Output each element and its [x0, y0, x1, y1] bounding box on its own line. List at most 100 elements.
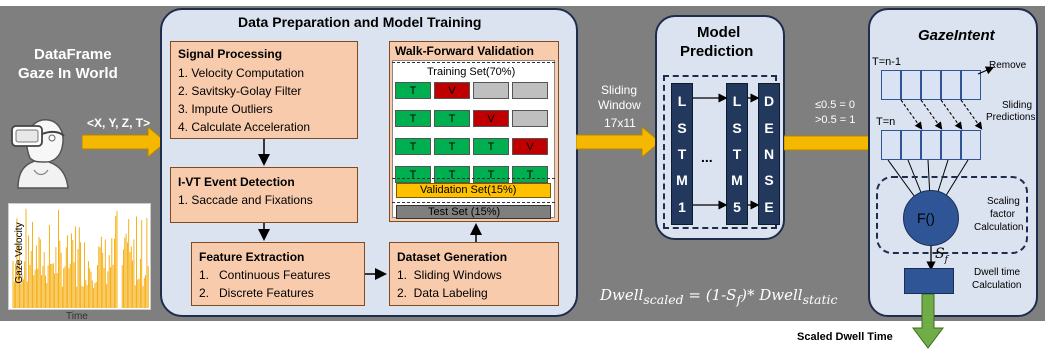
- prediction-cell: [941, 70, 961, 100]
- wfv-dash-bot: [392, 202, 555, 203]
- lstm-5-letter: T: [732, 145, 742, 162]
- wfv-cell: V: [434, 82, 470, 99]
- feature-title: Feature Extraction: [199, 250, 305, 264]
- training-set-label: Training Set(70%): [427, 66, 516, 78]
- prep-title: Data Preparation and Model Training: [238, 14, 482, 30]
- dense-letter: S: [764, 172, 774, 189]
- prep-to-model-arrow: [576, 127, 660, 157]
- dense-letter: D: [763, 93, 775, 110]
- signal-item-2: 2. Savitsky-Golay Filter: [178, 84, 302, 98]
- gaze-velocity-series: [12, 208, 149, 308]
- wfv-cell: V: [512, 138, 548, 155]
- sf-label: Sf: [935, 247, 948, 265]
- output-arrow: [912, 294, 944, 349]
- wfv-cell: T: [395, 110, 431, 127]
- validation-set-label: Validation Set(15%): [420, 184, 517, 196]
- feature-extraction-box: [191, 242, 365, 306]
- wfv-cell: [512, 82, 548, 99]
- gaze-intent-title: GazeIntent: [918, 27, 995, 44]
- threshold-high: >0.5 = 1: [815, 114, 856, 126]
- wfv-cell: T: [395, 138, 431, 155]
- plot-xlabel: Time: [66, 311, 88, 322]
- window-dims: 17x11: [604, 116, 636, 130]
- scaling-label-1: Scaling: [987, 196, 1020, 207]
- lstm-5-block: L S T M 5: [726, 83, 748, 225]
- input-label: <X, Y, Z, T>: [87, 116, 151, 130]
- lstm-1-letter: S: [677, 119, 687, 136]
- lstm-1-letter: 1: [678, 198, 686, 215]
- ivt-box: [170, 167, 358, 223]
- sf-symbol: S: [935, 246, 945, 262]
- test-set-bar: [396, 205, 551, 219]
- ivt-item-1: 1. Saccade and Fixations: [178, 193, 313, 207]
- wfv-cell: T: [395, 82, 431, 99]
- feature-item-1: 1. Continuous Features: [199, 268, 331, 282]
- model-title-1: Model: [697, 24, 741, 41]
- wfv-dash-mid: [392, 178, 555, 179]
- lstm-5-letter: S: [732, 119, 742, 136]
- feature-item-2: 2. Discrete Features: [199, 286, 314, 300]
- vr-headset-user-icon: [11, 119, 69, 189]
- prediction-cell: [901, 130, 921, 160]
- prediction-cell: [881, 70, 901, 100]
- t-curr-label: T=n: [876, 116, 896, 128]
- lstm-5-letter: 5: [733, 198, 741, 215]
- prediction-cell: [921, 130, 941, 160]
- lstm-ellipsis: ...: [701, 149, 713, 165]
- signal-item-4: 4. Calculate Acceleration: [178, 120, 311, 134]
- wfv-title: Walk-Forward Validation: [395, 44, 534, 58]
- prediction-cell: [941, 130, 961, 160]
- dense-block: D E N S E: [758, 83, 780, 225]
- dataset-item-1: 1. Sliding Windows: [397, 268, 502, 282]
- input-arrow: [82, 127, 166, 157]
- lstm-5-letter: L: [732, 93, 742, 110]
- threshold-low: ≤0.5 = 0: [815, 99, 855, 111]
- prep-flow-arrows: [258, 139, 482, 280]
- prediction-cell: [961, 70, 981, 100]
- test-set-label: Test Set (15%): [428, 206, 501, 218]
- t-prev-label: T=n-1: [872, 56, 902, 68]
- wfv-cell: V: [473, 110, 509, 127]
- scaling-dashed-frame: [876, 176, 1028, 254]
- plot-ylabel: Gaze Velocity: [14, 222, 25, 284]
- lstm-1-letter: L: [677, 93, 687, 110]
- sliding-window-label-1: Sliding: [601, 83, 638, 97]
- function-label: F(): [917, 210, 935, 226]
- signal-processing-box: [170, 41, 358, 139]
- wfv-cell: T: [473, 138, 509, 155]
- prediction-cell: [961, 130, 981, 160]
- signal-item-3: 3. Impute Outliers: [178, 102, 273, 116]
- sliding-pred-2: Predictions: [986, 112, 1036, 123]
- scaling-function-circle: [903, 190, 959, 246]
- wfv-dash-top: [392, 62, 555, 63]
- sf-subscript: f: [944, 254, 948, 265]
- dataset-generation-box: [389, 242, 559, 306]
- wfv-cell: T: [434, 110, 470, 127]
- dense-letter: E: [764, 119, 774, 136]
- dataset-item-2: 2. Data Labeling: [397, 286, 488, 300]
- dense-letter: N: [763, 145, 775, 162]
- dense-letter: E: [764, 198, 774, 215]
- gaze-velocity-plot: [8, 203, 151, 310]
- model-title-2: Prediction: [680, 43, 754, 60]
- validation-set-bar: [396, 183, 551, 198]
- dwell-time-box: [904, 268, 954, 294]
- dwell-label-1: Dwell time: [974, 267, 1021, 278]
- signal-item-1: 1. Velocity Computation: [178, 66, 305, 80]
- wfv-cell: T: [434, 138, 470, 155]
- dwell-label-2: Calculation: [972, 280, 1022, 291]
- dataframe-title: DataFrame: [34, 46, 112, 63]
- dwell-formula: Dwellscaled = (1-Sf)* Dwellstatic: [600, 286, 838, 307]
- model-arrows: [693, 93, 760, 210]
- prediction-cell: [921, 70, 941, 100]
- dataframe-subtitle: Gaze In World: [18, 65, 118, 82]
- prediction-cell: [881, 130, 901, 160]
- wfv-cell: [473, 82, 509, 99]
- signal-processing-title: Signal Processing: [178, 47, 283, 61]
- ivt-title: I-VT Event Detection: [178, 175, 295, 189]
- scaling-label-3: Calculation: [974, 222, 1024, 233]
- lstm-1-letter: T: [677, 145, 687, 162]
- lstm-5-letter: M: [731, 172, 743, 189]
- scaling-label-2: factor: [990, 209, 1016, 220]
